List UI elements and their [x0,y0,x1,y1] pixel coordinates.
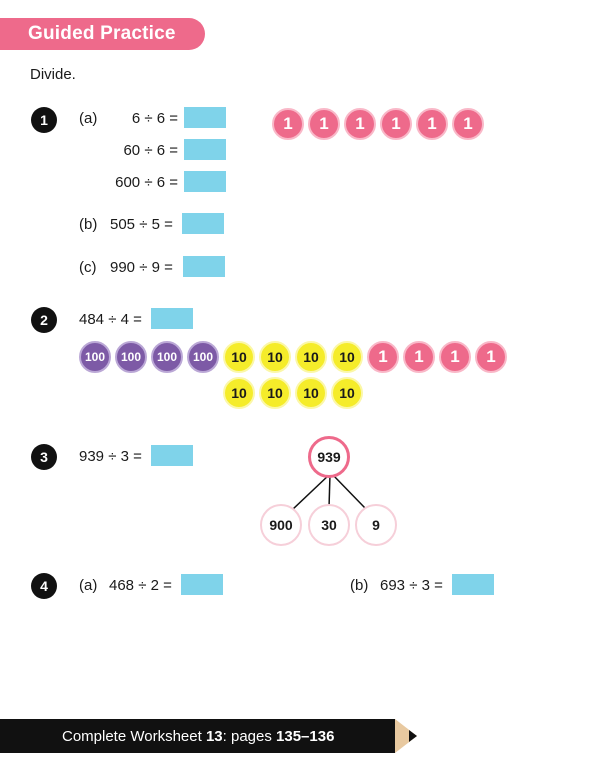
q3-answer-box[interactable] [151,445,193,466]
tens-counter: 10 [259,377,291,409]
ones-counter: 1 [367,341,399,373]
hundreds-counter: 100 [115,341,147,373]
q4b-equation: 693 ÷ 3 = [380,577,443,594]
tens-counter: 10 [295,341,327,373]
q1-part-b-label: (b) [79,216,98,233]
ones-counter: 1 [272,108,304,140]
section-title: Guided Practice [28,23,176,44]
question-1-badge: 1 [31,107,57,133]
q1a-equation-1: 6 ÷ 6 = [131,110,178,127]
number-bond-part: 900 [260,504,302,546]
q1b-equation: 505 ÷ 5 = [110,216,173,233]
footer-middle: : pages [222,727,277,745]
q4a-answer-box[interactable] [181,574,223,595]
ones-counter: 1 [475,341,507,373]
footer-bar: Complete Worksheet 13: pages 135–136 [0,719,395,753]
q1-part-a-label: (a) [79,110,98,127]
number-bond-whole: 939 [308,436,350,478]
footer-pages: 135–136 [276,727,335,745]
question-2-badge: 2 [31,307,57,333]
q4b-answer-box[interactable] [452,574,494,595]
q4-part-b-label: (b) [350,577,369,594]
tens-counter: 10 [331,341,363,373]
ones-counter: 1 [380,108,412,140]
tens-counter: 10 [223,341,255,373]
question-3-badge: 3 [31,444,57,470]
q1a-answer-box-1[interactable] [184,107,226,128]
number-bond-part: 9 [355,504,397,546]
ones-counter: 1 [439,341,471,373]
footer-text: Complete Worksheet 13: pages 135–136 [62,728,334,745]
hundreds-counter: 100 [151,341,183,373]
section-header-tab: Guided Practice [0,18,205,50]
q1b-answer-box[interactable] [182,213,224,234]
question-4-badge: 4 [31,573,57,599]
ones-counter: 1 [344,108,376,140]
ones-counter: 1 [403,341,435,373]
q1a-answer-box-3[interactable] [184,171,226,192]
number-bond-part: 30 [308,504,350,546]
q4-part-a-label: (a) [79,577,98,594]
q1a-answer-box-2[interactable] [184,139,226,160]
hundreds-counter: 100 [187,341,219,373]
q2-equation: 484 ÷ 4 = [79,311,142,328]
q1a-equation-2: 60 ÷ 6 = [123,142,178,159]
q1c-equation: 990 ÷ 9 = [110,259,173,276]
tens-counter: 10 [223,377,255,409]
q1-part-c-label: (c) [79,259,97,276]
instruction-text: Divide. [30,66,76,83]
q1c-answer-box[interactable] [183,256,225,277]
hundreds-counter: 100 [79,341,111,373]
q4a-equation: 468 ÷ 2 = [109,577,172,594]
ones-counter: 1 [308,108,340,140]
ones-counter: 1 [452,108,484,140]
tens-counter: 10 [331,377,363,409]
q3-equation: 939 ÷ 3 = [79,448,142,465]
tens-counter: 10 [259,341,291,373]
ones-counter: 1 [416,108,448,140]
footer-worksheet-number: 13 [205,727,223,745]
q1a-equation-3: 600 ÷ 6 = [115,174,178,191]
pencil-tip-icon [395,719,417,753]
number-bond-connectors [291,473,366,511]
q2-answer-box[interactable] [151,308,193,329]
footer-prefix: Complete Worksheet [62,727,206,745]
tens-counter: 10 [295,377,327,409]
